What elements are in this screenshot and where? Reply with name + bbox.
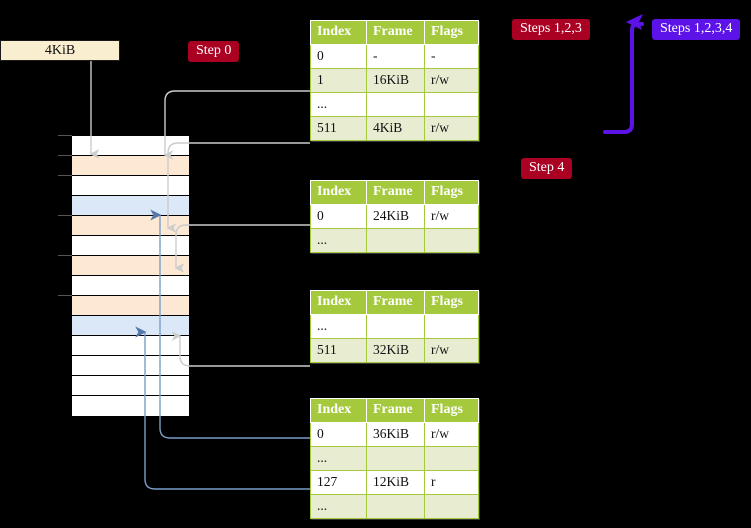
memory-frame-row xyxy=(58,255,189,276)
column-header-frame: Frame xyxy=(366,290,425,315)
cell-flags: r/w xyxy=(424,204,479,229)
column-header-index: Index xyxy=(310,180,367,205)
cell-frame: 12KiB xyxy=(366,470,425,495)
cell-index: 511 xyxy=(310,116,367,141)
cell-flags xyxy=(424,92,479,117)
cell-flags: - xyxy=(424,44,479,69)
memory-frame-row xyxy=(58,215,189,236)
badge-steps-1-2-3-4: Steps 1,2,3,4 xyxy=(652,19,741,40)
cell-flags: r/w xyxy=(424,338,479,363)
cell-flags xyxy=(424,228,479,253)
column-header-index: Index xyxy=(310,290,367,315)
memory-frame-row xyxy=(72,316,189,336)
cell-frame: 36KiB xyxy=(366,422,425,447)
table-row: ... xyxy=(310,228,479,253)
connector-table2-row0 xyxy=(174,224,310,273)
badge-step-0: Step 0 xyxy=(188,41,240,62)
cell-frame: 24KiB xyxy=(366,204,425,229)
column-header-frame: Frame xyxy=(366,20,425,45)
cell-index: ... xyxy=(310,228,367,253)
badge-step-4: Step 4 xyxy=(521,158,573,179)
purple-bracket-path xyxy=(603,22,644,134)
memory-frame-row xyxy=(72,196,189,216)
memory-boundary-tick xyxy=(58,295,72,296)
column-header-index: Index xyxy=(310,398,367,423)
cell-frame: 32KiB xyxy=(366,338,425,363)
memory-frame-row xyxy=(72,356,189,376)
cell-index: 0 xyxy=(310,204,367,229)
table-row: ... xyxy=(310,446,479,471)
memory-frame-row xyxy=(72,276,189,296)
cell-frame: 4KiB xyxy=(366,116,425,141)
column-header-flags: Flags xyxy=(424,398,479,423)
cell-index: ... xyxy=(310,314,367,339)
cell-frame xyxy=(366,228,425,253)
memory-frame-row xyxy=(72,376,189,396)
cell-index: 1 xyxy=(310,68,367,93)
table-row: ... xyxy=(310,92,479,117)
cell-index: 0 xyxy=(310,44,367,69)
memory-boundary-tick xyxy=(58,155,72,156)
badge-steps-1-2-3: Steps 1,2,3 xyxy=(512,19,590,40)
cell-index: 511 xyxy=(310,338,367,363)
cell-frame xyxy=(366,494,425,519)
cell-frame: 16KiB xyxy=(366,68,425,93)
memory-frame-row xyxy=(58,175,189,196)
memory-frame-row xyxy=(58,295,189,316)
table-row: ... xyxy=(310,314,479,339)
cell-flags xyxy=(424,446,479,471)
memory-boundary-tick xyxy=(58,255,72,256)
column-header-flags: Flags xyxy=(424,20,479,45)
size-label-4kib: 4KiB xyxy=(0,40,120,61)
table-row: ... xyxy=(310,494,479,519)
physical-memory-column xyxy=(58,135,190,416)
cell-index: 0 xyxy=(310,422,367,447)
cell-frame: - xyxy=(366,44,425,69)
column-header-flags: Flags xyxy=(424,290,479,315)
connector-table3-row511 xyxy=(171,331,310,367)
purple-arrowhead-icon xyxy=(626,14,643,30)
cell-frame xyxy=(366,446,425,471)
cell-flags: r/w xyxy=(424,422,479,447)
column-header-index: Index xyxy=(310,20,367,45)
column-header-frame: Frame xyxy=(366,398,425,423)
cell-flags: r xyxy=(424,470,479,495)
table-row: 0-- xyxy=(310,44,479,69)
cell-flags xyxy=(424,314,479,339)
cell-flags: r/w xyxy=(424,116,479,141)
cell-frame xyxy=(366,314,425,339)
cell-index: ... xyxy=(310,494,367,519)
cell-flags: r/w xyxy=(424,68,479,93)
memory-boundary-tick xyxy=(58,215,72,216)
memory-boundary-tick xyxy=(58,175,72,176)
column-header-flags: Flags xyxy=(424,180,479,205)
memory-frame-row xyxy=(58,135,189,156)
cell-index: ... xyxy=(310,92,367,117)
cell-index: 127 xyxy=(310,470,367,495)
memory-boundary-tick xyxy=(58,135,72,136)
memory-frame-row xyxy=(72,336,189,356)
cell-flags xyxy=(424,494,479,519)
column-header-frame: Frame xyxy=(366,180,425,205)
cell-index: ... xyxy=(310,446,367,471)
memory-frame-row xyxy=(72,236,189,256)
memory-frame-row xyxy=(58,155,189,176)
memory-frame-row xyxy=(72,396,189,416)
cell-frame xyxy=(366,92,425,117)
